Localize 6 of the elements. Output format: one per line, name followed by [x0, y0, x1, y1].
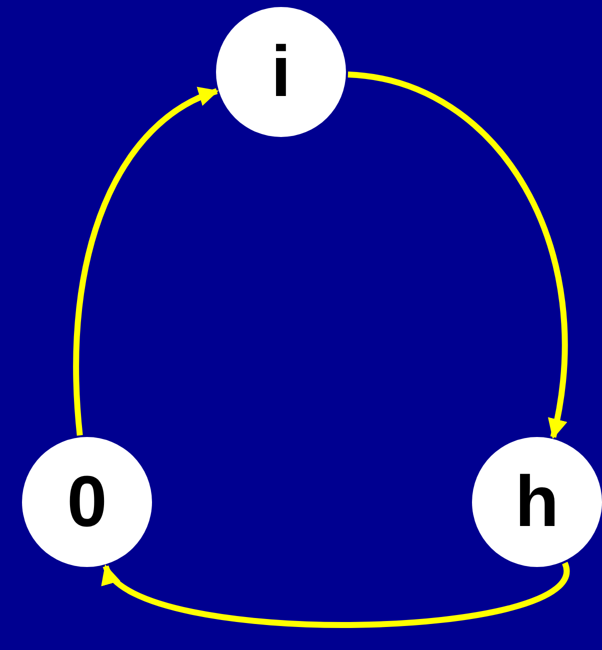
curved-arrow [103, 562, 568, 628]
node-label: 0 [66, 466, 108, 538]
node-label: h [515, 466, 559, 538]
curved-arrow [73, 88, 219, 436]
curved-arrow [348, 71, 568, 439]
node-label: i [270, 36, 291, 108]
